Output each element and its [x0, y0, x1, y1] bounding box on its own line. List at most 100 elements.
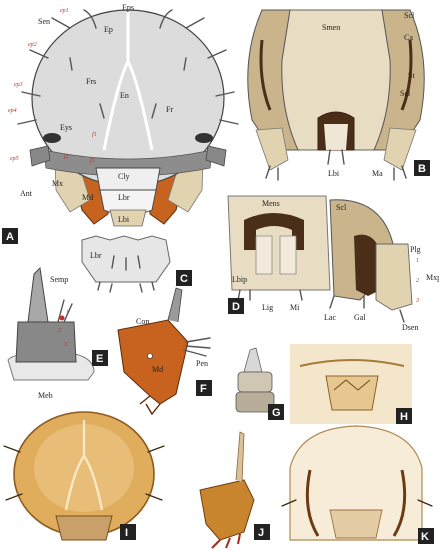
antenna-segment-shape [15, 321, 77, 363]
label-ep: Ep [104, 25, 113, 34]
labium-shape [109, 209, 147, 227]
label-d-2: 2 [416, 278, 419, 284]
sensory-appendix-shape [27, 266, 49, 323]
panel-f-drawing [117, 287, 211, 416]
label-gal: Gal [354, 313, 366, 322]
label-cly: Cly [118, 172, 130, 181]
panel-letter-j: J [258, 527, 264, 539]
maxillary-palp-shape [375, 243, 413, 311]
stemma-left [43, 133, 61, 143]
photo-k-head [289, 425, 423, 541]
panel-a-labels: Eps Sen Ep Frs En Fr Eys Cly Lbr Lbi Ant… [8, 3, 173, 224]
cardo-left-dark [259, 39, 272, 111]
mandible-detail-shape [117, 319, 189, 405]
label-e-1: 1 [66, 310, 69, 316]
panel-letter-a: A [6, 231, 14, 243]
panel-e-box [92, 350, 108, 366]
panel-i-box [120, 524, 136, 540]
panel-b-badge: B [414, 160, 430, 176]
label-lig: Lig [262, 303, 273, 312]
panel-a-box [2, 228, 18, 244]
panel-d-labels: Mens Scl Lbip Plg Mxp Lig Mi Lac Gal Dse… [232, 199, 439, 332]
photo-i-mouthparts [55, 515, 113, 541]
panel-f-box [196, 380, 212, 396]
panel-c-box [176, 270, 192, 286]
label-lbi-b: Lbi [328, 169, 340, 178]
panel-c-drawing [81, 235, 171, 293]
stemma-right [195, 133, 213, 143]
label-ep3: ep3 [14, 82, 23, 88]
panel-d-box [228, 298, 244, 314]
panel-a-drawing [17, 9, 239, 227]
panel-k-box [418, 528, 434, 544]
panel-letter-h: H [400, 411, 408, 423]
panel-a-badge: A [2, 228, 18, 244]
label-mens: Mens [262, 199, 280, 208]
mentum-sclerite-dark [244, 213, 304, 250]
photo-i-highlight [34, 424, 134, 512]
sensillum-marker [59, 315, 65, 321]
panel-d-drawing [227, 195, 413, 323]
label-scl-mid: Scl [400, 89, 411, 98]
label-pen: Pen [196, 359, 208, 368]
label-mxp: Mxp [426, 273, 439, 282]
label-ant: Ant [20, 189, 33, 198]
label-e-3: 3 [63, 342, 67, 348]
label-plg: Plg [410, 245, 421, 254]
label-mx: Mx [52, 179, 63, 188]
label-ep1: ep1 [60, 8, 69, 14]
panel-letter-e: E [96, 353, 103, 365]
photo-h-mentum [325, 375, 379, 411]
label-f1: f1 [92, 131, 97, 138]
panel-letter-f: F [200, 383, 207, 395]
panel-e-drawing [7, 266, 95, 381]
label-st: St [408, 71, 415, 80]
panel-e-labels: Semp Meb 1 2 3 [38, 275, 69, 400]
maxilla-left-lobe [255, 127, 289, 171]
label-smen: Smen [322, 23, 340, 32]
galea-dark-shape [354, 234, 380, 296]
label-lbr: Lbr [118, 193, 130, 202]
photo-k-right-band [392, 469, 407, 537]
labial-palp-right [279, 235, 297, 275]
panel-letter-i: I [125, 527, 128, 539]
label-e-2: 2 [58, 328, 61, 334]
panel-g-photo: G [228, 346, 284, 420]
labial-palp-left [255, 235, 273, 275]
panel-j-box [254, 524, 270, 540]
label-semp: Semp [50, 275, 68, 284]
photo-k-left-band [305, 469, 320, 537]
panel-g-box [268, 404, 284, 420]
label-scl-top: Scl [404, 11, 415, 20]
label-lac: Lac [324, 313, 336, 322]
photo-j-spine [235, 431, 245, 483]
head-setae [17, 9, 239, 125]
mandible-teeth [139, 395, 161, 416]
label-lbr-c: Lbr [90, 251, 102, 260]
label-lbi: Lbi [118, 215, 130, 224]
photo-g-segment [237, 371, 273, 393]
label-meb: Meb [38, 391, 53, 400]
mandible-pore [147, 353, 153, 359]
label-dsen: Dsen [402, 323, 418, 332]
panel-letter-d: D [232, 301, 240, 313]
panel-h-photo: H [290, 344, 412, 424]
epicranial-suture [102, 12, 154, 151]
label-sen: Sen [38, 17, 50, 26]
panel-e-badge: E [92, 350, 108, 366]
panel-f-labels: Con Md Pen [136, 317, 208, 374]
label-ep5: ep5 [10, 156, 19, 162]
photo-j-mandible [199, 479, 255, 541]
label-md-f: Md [152, 365, 163, 374]
panel-f-badge: F [196, 380, 212, 396]
label-md: Md [82, 193, 93, 202]
label-fr: Fr [166, 105, 173, 114]
mentum-inner-shape [324, 124, 348, 150]
panel-d-badge: D [228, 298, 244, 314]
photo-k-mouthparts [329, 509, 383, 539]
photo-j-teeth [211, 533, 241, 549]
panel-j-photo: J [199, 431, 270, 549]
label-f3: f3 [90, 157, 95, 164]
